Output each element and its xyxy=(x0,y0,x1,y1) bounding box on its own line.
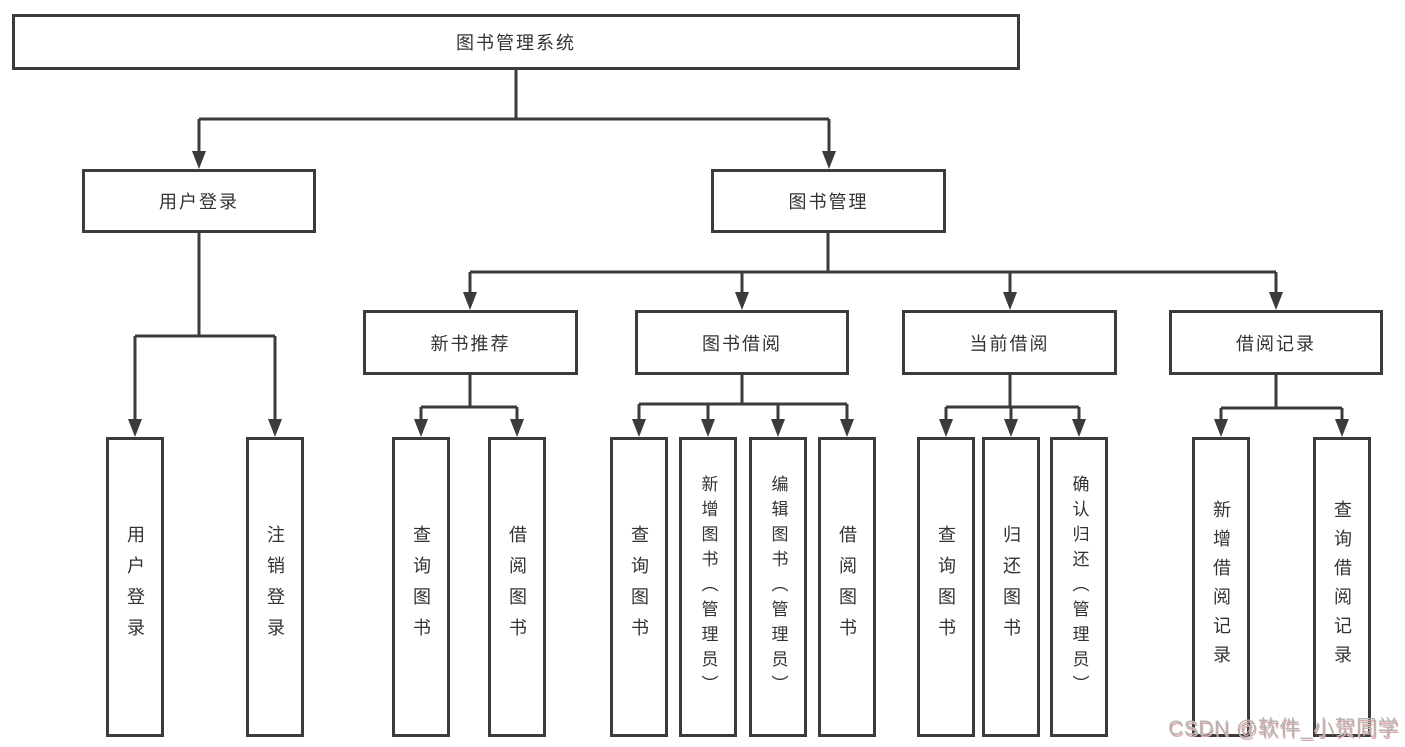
arrowhead-icon xyxy=(632,419,646,437)
node-book-borrowing: 图书借阅 xyxy=(635,310,849,375)
node-label: 用户登录 xyxy=(159,192,239,212)
node-label: 图书管理系统 xyxy=(456,33,576,53)
node-label: 编辑图书（管理员） xyxy=(768,474,788,700)
node-label: 新增图书（管理员） xyxy=(698,474,718,700)
node-user-login-branch: 用户登录 xyxy=(82,169,316,233)
node-leaf-logout: 注销登录 xyxy=(246,437,304,737)
arrowhead-icon xyxy=(1214,419,1228,437)
node-label: 图书借阅 xyxy=(702,333,782,354)
node-label: 借阅图书 xyxy=(837,525,857,649)
arrowhead-icon xyxy=(735,292,749,310)
node-borrowing-records: 借阅记录 xyxy=(1169,310,1383,375)
node-label: 查询借阅记录 xyxy=(1332,500,1352,674)
node-leaf-return-book: 归还图书 xyxy=(982,437,1040,737)
arrowhead-icon xyxy=(771,419,785,437)
node-current-borrowing: 当前借阅 xyxy=(902,310,1117,375)
node-leaf-add-borrow-record: 新增借阅记录 xyxy=(1192,437,1250,737)
arrowhead-icon xyxy=(1004,419,1018,437)
node-label: 用户登录 xyxy=(125,525,145,649)
arrowhead-icon xyxy=(510,419,524,437)
arrowhead-icon xyxy=(268,419,282,437)
node-leaf-user-login: 用户登录 xyxy=(106,437,164,737)
arrowhead-icon xyxy=(840,419,854,437)
arrowhead-icon xyxy=(463,292,477,310)
node-label: 查询图书 xyxy=(411,525,431,649)
node-label: 借阅记录 xyxy=(1236,333,1316,354)
node-leaf-query-book-borrow: 查询图书 xyxy=(610,437,668,737)
node-new-book-recommend: 新书推荐 xyxy=(363,310,578,375)
node-label: 注销登录 xyxy=(265,525,285,649)
arrowhead-icon xyxy=(1269,292,1283,310)
node-leaf-borrow-book: 借阅图书 xyxy=(818,437,876,737)
node-leaf-add-book-admin: 新增图书（管理员） xyxy=(679,437,737,737)
node-label: 图书管理 xyxy=(788,192,869,212)
node-label: 新增借阅记录 xyxy=(1211,500,1231,674)
arrowhead-icon xyxy=(701,419,715,437)
arrowhead-icon xyxy=(192,151,206,169)
node-label: 查询图书 xyxy=(936,525,956,649)
arrowhead-icon xyxy=(128,419,142,437)
node-library-system: 图书管理系统 xyxy=(12,14,1020,70)
node-leaf-query-book-recommend: 查询图书 xyxy=(392,437,450,737)
arrowhead-icon xyxy=(939,419,953,437)
arrowhead-icon xyxy=(1335,419,1349,437)
node-leaf-borrow-book-recommend: 借阅图书 xyxy=(488,437,546,737)
node-label: 新书推荐 xyxy=(430,333,511,354)
arrowhead-icon xyxy=(1003,292,1017,310)
node-label: 当前借阅 xyxy=(969,333,1050,354)
node-leaf-confirm-return-admin: 确认归还（管理员） xyxy=(1050,437,1108,737)
node-label: 查询图书 xyxy=(629,525,649,649)
node-label: 归还图书 xyxy=(1001,525,1021,649)
connector-lines xyxy=(133,70,1344,421)
node-leaf-query-book-current: 查询图书 xyxy=(917,437,975,737)
arrowhead-icon xyxy=(414,419,428,437)
arrowhead-icon xyxy=(822,151,836,169)
node-label: 借阅图书 xyxy=(507,525,527,649)
node-leaf-query-borrow-record: 查询借阅记录 xyxy=(1313,437,1371,737)
node-leaf-edit-book-admin: 编辑图书（管理员） xyxy=(749,437,807,737)
node-book-management: 图书管理 xyxy=(711,169,946,233)
arrowhead-icon xyxy=(1072,419,1086,437)
node-label: 确认归还（管理员） xyxy=(1069,474,1089,700)
arrowheads-group xyxy=(128,151,1349,437)
